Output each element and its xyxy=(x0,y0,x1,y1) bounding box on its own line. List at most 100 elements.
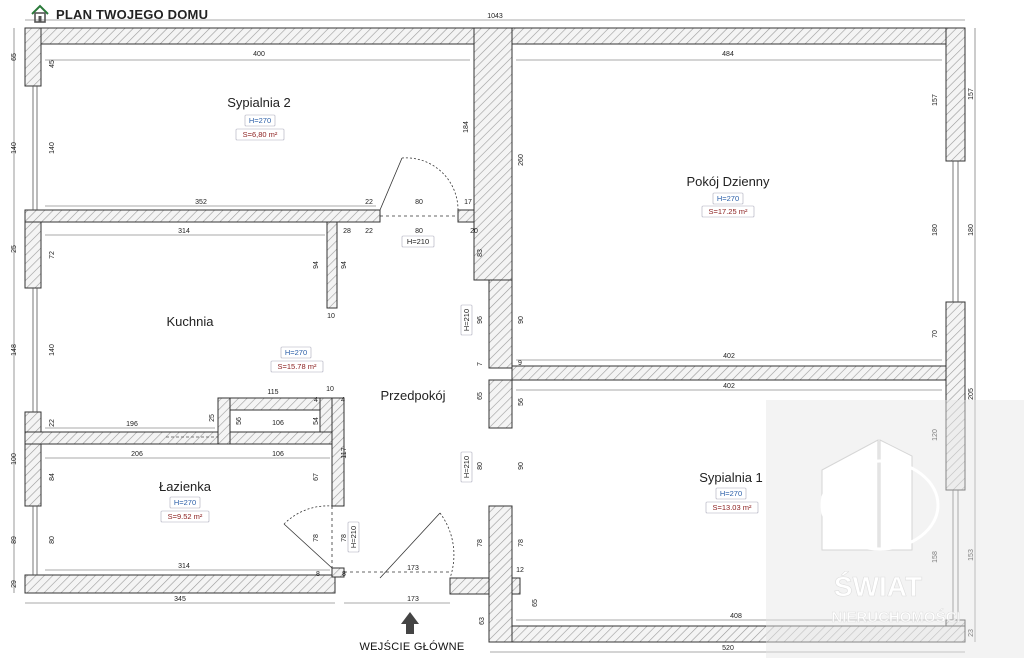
watermark-line1: ŚWIAT xyxy=(834,571,922,602)
dim-label: 140 xyxy=(49,344,56,356)
dim-label: 22 xyxy=(49,419,56,427)
room-area: S=13.03 m² xyxy=(713,503,752,512)
dim-label: 158 xyxy=(932,551,939,563)
inner-wall-bathroom xyxy=(217,397,231,445)
room-sypialnia-1: Sypialnia 1 H=270 S=13.03 m² xyxy=(699,470,763,514)
outer-wall-bottom xyxy=(24,574,336,594)
inner-wall-horizontal xyxy=(511,365,947,381)
dim-label: 520 xyxy=(722,645,734,652)
door-height: H=210 xyxy=(349,526,358,548)
dim-label: 345 xyxy=(174,596,186,603)
dim-label: 28 xyxy=(343,228,351,235)
outer-wall-left xyxy=(24,27,42,87)
doors xyxy=(283,157,459,579)
door-height-tags: H=210 H=210 H=210 H=210 xyxy=(347,235,473,553)
dim-label: 205 xyxy=(968,388,975,400)
dim-label: 20 xyxy=(470,228,478,235)
room-sypialnia-2: Sypialnia 2 H=270 S=6,80 m² xyxy=(227,95,291,141)
dim-label: 56 xyxy=(518,398,525,406)
dim-label: 22 xyxy=(365,199,373,206)
dim-label: 80 xyxy=(49,536,56,544)
dim-label: 206 xyxy=(131,451,143,458)
dim-label: 17 xyxy=(464,199,472,206)
dim-label: 180 xyxy=(932,224,939,236)
dim-label: 25 xyxy=(11,245,18,253)
dim-label: 140 xyxy=(49,142,56,154)
watermark: ŚWIAT NIERUCHOMOŚCI xyxy=(766,400,1024,658)
inner-wall-central xyxy=(488,379,513,429)
dim-label: 8 xyxy=(342,571,346,578)
inner-wall-horizontal xyxy=(24,209,381,223)
room-height: H=270 xyxy=(174,498,196,507)
dim-label: 180 xyxy=(968,224,975,236)
door-bedroom2 xyxy=(379,157,403,211)
inner-wall-bathroom xyxy=(331,397,345,507)
room-name: Łazienka xyxy=(159,479,212,494)
house-icon xyxy=(31,4,49,23)
dim-label: 65 xyxy=(11,53,18,61)
room-area: S=6,80 m² xyxy=(243,130,278,139)
room-name: Sypialnia 2 xyxy=(227,95,291,110)
dim-label: 117 xyxy=(341,447,348,458)
dim-label: 314 xyxy=(178,228,190,235)
outer-wall-left xyxy=(24,411,42,507)
dim-label: 352 xyxy=(195,199,207,206)
dim-label: 4 xyxy=(341,397,345,404)
dim-label: 106 xyxy=(272,451,284,458)
dim-label: 148 xyxy=(11,344,18,356)
dim-label: 120 xyxy=(932,429,939,441)
door-entry xyxy=(379,512,441,579)
dim-label: 80 xyxy=(477,462,484,470)
dim-label: 67 xyxy=(313,473,320,481)
dim-label: 65 xyxy=(532,599,539,607)
dim-label: 84 xyxy=(49,473,56,481)
room-height: H=270 xyxy=(249,116,271,125)
door-height: H=210 xyxy=(462,309,471,331)
inner-wall-bathroom xyxy=(229,431,333,445)
dim-label: 140 xyxy=(11,142,18,154)
dim-label: 94 xyxy=(313,261,320,269)
inner-wall-bathroom xyxy=(24,431,221,445)
dim-label: 65 xyxy=(477,392,484,400)
dim-label: 184 xyxy=(463,121,470,133)
room-area: S=15.78 m² xyxy=(278,362,317,371)
room-area: S=9.52 m² xyxy=(168,512,203,521)
dim-label: 70 xyxy=(932,330,939,338)
door-height: H=210 xyxy=(407,237,429,246)
door-bathroom xyxy=(283,523,333,569)
dim-label: 157 xyxy=(932,94,939,106)
building-logo-icon xyxy=(820,439,940,551)
inner-wall-central xyxy=(488,505,513,643)
room-przedpokoj: Przedpokój xyxy=(380,388,445,403)
walls xyxy=(24,27,966,643)
dim-label: 63 xyxy=(479,617,486,625)
room-name: Przedpokój xyxy=(380,388,445,403)
dim-label: 106 xyxy=(272,420,284,427)
arrow-up-icon xyxy=(401,612,419,634)
inner-wall-short xyxy=(326,221,338,309)
inner-wall-central xyxy=(488,279,513,369)
dim-label: 10 xyxy=(327,313,335,320)
dim-label: 9 xyxy=(518,360,522,367)
dim-label: 402 xyxy=(723,383,735,390)
dim-label: 72 xyxy=(49,251,56,259)
outer-wall-right xyxy=(945,301,966,491)
dim-label: 89 xyxy=(11,536,18,544)
dim-label: 153 xyxy=(968,549,975,561)
room-name: Pokój Dzienny xyxy=(686,174,770,189)
dim-label: 80 xyxy=(415,199,423,206)
dim-label: 8 xyxy=(316,571,320,578)
dim-label: 78 xyxy=(477,539,484,547)
room-height: H=270 xyxy=(720,489,742,498)
room-name: Kuchnia xyxy=(167,314,215,329)
dim-label: 4 xyxy=(314,397,318,404)
entry-label: WEJŚCIE GŁÓWNE xyxy=(359,640,464,653)
dim-label: 173 xyxy=(407,596,419,603)
dim-label: 78 xyxy=(313,534,320,542)
dim-label: 78 xyxy=(341,534,348,542)
dim-label: 78 xyxy=(518,539,525,547)
main-entry: WEJŚCIE GŁÓWNE xyxy=(359,612,464,653)
dim-label: 408 xyxy=(730,613,742,620)
room-lazienka: Łazienka H=270 S=9.52 m² xyxy=(159,479,212,523)
dim-label: 173 xyxy=(407,565,419,572)
